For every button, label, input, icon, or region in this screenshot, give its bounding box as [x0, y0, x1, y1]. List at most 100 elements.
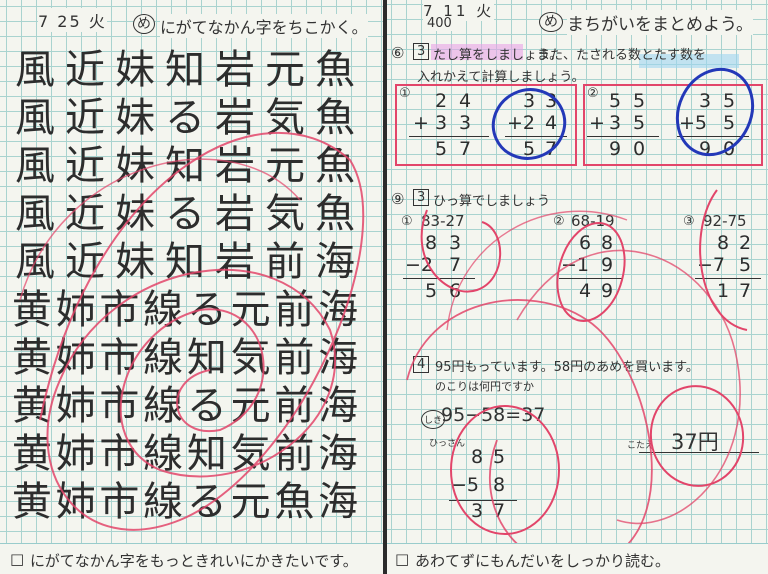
kanji-character: 知: [165, 47, 205, 93]
left-date: 7 25 火: [38, 8, 107, 32]
kanji-character: 魚: [315, 95, 355, 141]
p9a-top-tens: 8: [425, 232, 438, 254]
kanji-character: 魚: [315, 191, 355, 237]
kanji-character: 海: [315, 239, 355, 285]
right-footer: □ あわてずにもんだいをしっかり読む。: [387, 543, 768, 574]
kanji-character: 市: [99, 287, 140, 333]
p9a-ans-tens: 5: [425, 280, 438, 302]
p9b-top-ones: 8: [601, 232, 614, 254]
kanji-row: 黄姉市線知気前海: [10, 430, 360, 478]
problem9-c-expr: 92-75: [703, 212, 747, 230]
p2-mid-tens: 3: [609, 112, 622, 134]
kanji-character: 市: [99, 431, 140, 477]
kanji-character: 知: [186, 431, 227, 477]
p2-top-tens: 5: [609, 90, 622, 112]
kanji-character: 魚: [315, 143, 355, 189]
right-footer-text: あわてずにもんだいをしっかり読む。: [415, 552, 671, 570]
p4-mid-ones: 8: [493, 474, 506, 496]
problem4-answer: 37円: [671, 430, 719, 454]
kanji-character: 黄: [11, 431, 52, 477]
kanji-character: 線: [143, 287, 184, 333]
p9b-ans-ones: 9: [601, 280, 614, 302]
kanji-character: る: [186, 479, 227, 525]
kanji-character: 海: [318, 431, 359, 477]
p1b-mid-tens: +2: [507, 112, 536, 134]
kanji-character: 前: [274, 431, 315, 477]
p2-mid-ones: 5: [633, 112, 646, 134]
left-heading-icon: め: [133, 14, 155, 34]
problem9-number: ⑨: [391, 190, 405, 208]
p1b-ans-tens: 5: [523, 138, 536, 160]
p4-ans-ones: 7: [493, 500, 506, 522]
p1b-mid-ones: 4: [545, 112, 558, 134]
p4-top-ones: 5: [493, 446, 506, 468]
p1-mid-ones: 3: [459, 112, 472, 134]
left-notebook-page: 7 25 火 め にがてなかん字をちこかく。 風近妹知岩元魚風近妹る岩気魚風近妹…: [0, 0, 383, 574]
p9b-mid-tens: −1: [561, 254, 590, 276]
problem9-c-label: ③: [683, 214, 695, 229]
kanji-row: 風近妹知岩前海: [10, 238, 360, 286]
kanji-character: る: [165, 95, 205, 141]
kanji-character: 線: [143, 335, 184, 381]
problem6-1-label: ①: [399, 86, 411, 101]
problem6-highlight-blue: [639, 54, 739, 68]
kanji-character: 岩: [215, 191, 255, 237]
p9c-top-tens: 8: [717, 232, 730, 254]
kanji-row: 風近妹る岩気魚: [10, 94, 360, 142]
kanji-row: 風近妹知岩元魚: [10, 142, 360, 190]
p9a-mid-ones: 7: [449, 254, 462, 276]
problem4-answer-line: [639, 452, 759, 453]
p1b-top-tens: 3: [523, 90, 536, 112]
problem6-instruction-a: たし算をしましょう。: [433, 48, 563, 63]
problem9-a-expr: 83-27: [421, 212, 465, 230]
right-footer-mark: □: [395, 550, 410, 568]
kanji-character: 妹: [115, 143, 155, 189]
kanji-character: 妹: [115, 95, 155, 141]
problem6-box: 3: [413, 43, 430, 60]
kanji-character: 風: [15, 47, 55, 93]
p9b-mid-ones: 9: [601, 254, 614, 276]
p4-top-tens: 8: [471, 446, 484, 468]
kanji-character: 前: [274, 335, 315, 381]
kanji-character: 前: [274, 287, 315, 333]
kanji-character: 姉: [55, 431, 96, 477]
right-date: 7 11 火: [423, 0, 495, 21]
kanji-character: 海: [318, 479, 359, 525]
kanji-character: 岩: [215, 239, 255, 285]
problem4-text-b: のこりは何円ですか: [435, 380, 534, 393]
kanji-character: 元: [230, 479, 271, 525]
p2b-top-ones: 5: [723, 90, 736, 112]
kanji-character: 海: [318, 383, 359, 429]
left-red-scribble: [19, 132, 365, 531]
problem9-instruction: ひっ算でしましょう: [433, 194, 551, 209]
kanji-character: 市: [99, 383, 140, 429]
kanji-row: 風近妹知岩元魚: [10, 46, 360, 94]
problem4-text-a: 95円もっています。58円のあめを買います。: [435, 360, 699, 375]
kanji-character: 海: [318, 287, 359, 333]
kanji-character: 線: [143, 479, 184, 525]
p1-ans-ones: 7: [459, 138, 472, 160]
kanji-character: る: [165, 191, 205, 237]
kanji-character: 黄: [11, 479, 52, 525]
kanji-row: 風近妹る岩気魚: [10, 190, 360, 238]
right-teacher-marks: [406, 67, 755, 568]
p9b-top-tens: 6: [579, 232, 592, 254]
problem6-2-frame: [583, 84, 763, 166]
kanji-character: 魚: [274, 479, 315, 525]
kanji-character: 市: [99, 335, 140, 381]
p2-ans-ones: 0: [633, 138, 646, 160]
p9c-mid-tens: −7: [697, 254, 726, 276]
p1-op: +: [413, 112, 429, 134]
p9a-ans-ones: 6: [449, 280, 462, 302]
p4-mid-tens: −5: [451, 474, 480, 496]
problem6-instruction-b: また、たされる数とたす数を: [537, 48, 707, 63]
p1-mid-tens: 3: [435, 112, 448, 134]
kanji-character: 知: [186, 335, 227, 381]
p9c-mid-ones: 5: [739, 254, 752, 276]
kanji-character: 元: [265, 143, 305, 189]
p2b-top-tens: 3: [699, 90, 712, 112]
left-footer-mark: □: [10, 550, 25, 568]
p1-ans-tens: 5: [435, 138, 448, 160]
problem6-highlight-pink: [431, 44, 523, 60]
problem6-1-frame: [395, 84, 577, 166]
